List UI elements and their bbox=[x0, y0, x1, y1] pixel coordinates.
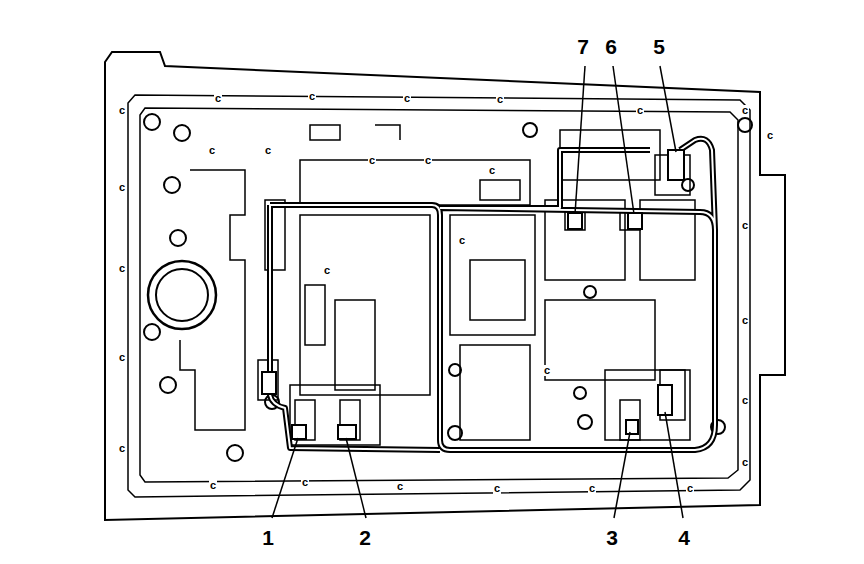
bolt-marking: c bbox=[424, 155, 432, 166]
bolt-marking: c bbox=[686, 483, 694, 494]
bolt-marking: c bbox=[209, 480, 217, 491]
wiring-harness bbox=[270, 139, 715, 450]
bolt-marking: c bbox=[741, 220, 749, 231]
callout-number: 7 bbox=[577, 36, 589, 57]
bolt-marking: c bbox=[488, 165, 496, 176]
bolt-marking: c bbox=[766, 130, 774, 141]
bolts bbox=[144, 114, 752, 461]
bolt-marking: c bbox=[741, 105, 749, 116]
callout-number: 1 bbox=[262, 527, 274, 548]
bolt-marking: c bbox=[741, 315, 749, 326]
bolt-marking: c bbox=[118, 263, 126, 274]
callout-number: 3 bbox=[606, 527, 618, 548]
bolt-marking: c bbox=[396, 481, 404, 492]
callout-number: 2 bbox=[359, 527, 371, 548]
bolt-marking: c bbox=[741, 457, 749, 468]
bolt-marking: c bbox=[741, 395, 749, 406]
bolt-marking: c bbox=[496, 94, 504, 105]
leader-lines bbox=[272, 66, 683, 518]
bolt-marking: c bbox=[118, 352, 126, 363]
callout-number: 4 bbox=[678, 527, 690, 548]
solenoid-connectors bbox=[262, 150, 684, 439]
bolt-marking: c bbox=[301, 477, 309, 488]
gasket-flange bbox=[128, 95, 750, 497]
bolt-marking: c bbox=[118, 105, 126, 116]
bolt-marking: c bbox=[214, 93, 222, 104]
bolt-marking: c bbox=[493, 483, 501, 494]
callout-number: 5 bbox=[653, 36, 665, 57]
callout-number: 6 bbox=[605, 36, 617, 57]
bolt-marking: c bbox=[323, 265, 331, 276]
bolt-marking: c bbox=[588, 483, 596, 494]
gasket-inner bbox=[140, 108, 738, 482]
bolt-marking: c bbox=[264, 145, 272, 156]
bolt-marking: c bbox=[118, 182, 126, 193]
case-outline bbox=[105, 52, 785, 520]
bolt-marking: c bbox=[636, 105, 644, 116]
bolt-marking: c bbox=[118, 443, 126, 454]
bolt-marking: c bbox=[208, 145, 216, 156]
bolt-marking: c bbox=[308, 91, 316, 102]
bolt-marking: c bbox=[403, 93, 411, 104]
bolt-marking: c bbox=[543, 365, 551, 376]
bolt-marking: c bbox=[368, 155, 376, 166]
bolt-marking: c bbox=[458, 235, 466, 246]
